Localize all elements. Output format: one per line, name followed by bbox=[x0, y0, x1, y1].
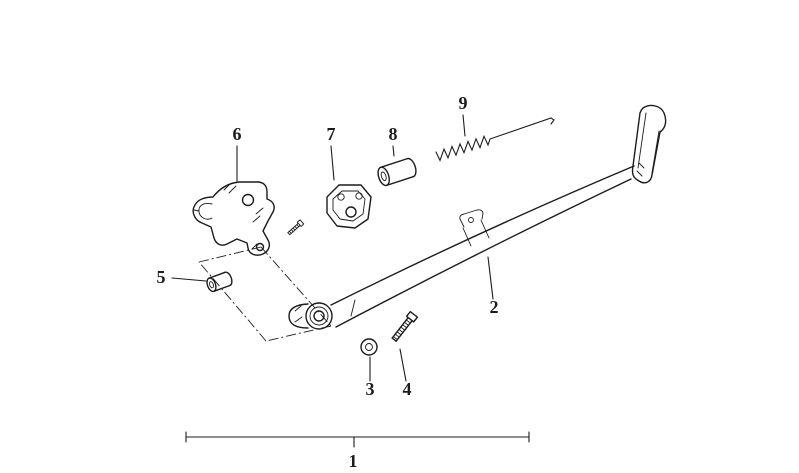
part-label-8: 8 bbox=[389, 124, 398, 144]
washer-outer bbox=[360, 338, 378, 356]
washer-inner bbox=[365, 343, 373, 351]
bracket-hatch-line bbox=[228, 185, 237, 194]
stand-clamp-hole bbox=[468, 217, 474, 223]
part-label-3: 3 bbox=[366, 379, 375, 399]
bracket-outline bbox=[192, 181, 275, 256]
stand-arm-bottom-edge bbox=[335, 178, 632, 328]
leader-line-4 bbox=[399, 348, 407, 382]
part-label-4: 4 bbox=[403, 379, 412, 399]
pin-thread bbox=[290, 229, 294, 233]
part-8-sleeve bbox=[377, 157, 417, 187]
pin-thread bbox=[294, 225, 298, 229]
bushing-top-edge bbox=[208, 271, 226, 279]
stand-pivot-hatch bbox=[294, 316, 303, 323]
part-6-bracket bbox=[192, 181, 275, 256]
stand-arm-top-edge bbox=[330, 165, 635, 306]
pin-tip bbox=[287, 232, 291, 236]
axis-line bbox=[198, 246, 262, 263]
sleeve-bottom-edge bbox=[385, 176, 414, 187]
bracket-hatch-line bbox=[251, 243, 258, 250]
bolt-shank-top bbox=[391, 316, 409, 339]
part-3-washer bbox=[360, 338, 378, 356]
assembly-extent-bracket: 1 bbox=[185, 431, 530, 471]
stand-pivot-hatch bbox=[294, 305, 302, 312]
part-2-side-stand bbox=[288, 104, 667, 330]
plate-hole-center bbox=[345, 206, 357, 218]
part-4-bolt bbox=[391, 310, 419, 342]
stand-pivot-ring bbox=[309, 306, 329, 326]
assembly-axis-lines bbox=[198, 246, 332, 342]
stand-foot-inner-line bbox=[637, 112, 647, 169]
pin-thread bbox=[296, 224, 300, 228]
stand-clamp-lug bbox=[459, 209, 484, 228]
part-label-6: 6 bbox=[233, 124, 242, 144]
axis-line bbox=[265, 325, 332, 342]
pin-thread bbox=[288, 230, 292, 234]
spring-coil-and-wire bbox=[435, 117, 555, 162]
plate-inner-contour bbox=[332, 190, 366, 222]
axis-line bbox=[198, 261, 267, 342]
bracket-hook-inner-edge bbox=[198, 203, 213, 220]
stand-clamp-edge bbox=[462, 227, 472, 247]
leader-line-7 bbox=[330, 145, 335, 181]
leader-line-2 bbox=[487, 256, 494, 300]
bracket-lug-hole bbox=[255, 242, 265, 252]
part-7-plate bbox=[326, 184, 372, 229]
bolt-thread bbox=[402, 324, 408, 329]
pin-thread bbox=[292, 227, 296, 231]
bolt-thread bbox=[396, 331, 402, 336]
bracket-hatch-line bbox=[223, 183, 231, 191]
bracket-hole-large bbox=[241, 193, 255, 207]
stand-foot-inner-line bbox=[651, 130, 660, 174]
pin-head bbox=[296, 219, 305, 227]
bracket-hatch-line bbox=[252, 215, 261, 223]
leader-line-9 bbox=[462, 114, 466, 137]
bolt-shank-bottom bbox=[395, 319, 413, 342]
sleeve-far-cap bbox=[406, 157, 417, 178]
stand-foot-hatch bbox=[638, 162, 645, 169]
bolt-thread bbox=[392, 336, 398, 341]
bolt-thread bbox=[405, 319, 411, 324]
bolt-head bbox=[405, 310, 419, 323]
bracket-pivot-pin bbox=[287, 219, 305, 236]
stand-arm-joint-line bbox=[350, 299, 356, 317]
leader-line-5 bbox=[171, 277, 207, 282]
plate-hole-small-left bbox=[337, 193, 345, 201]
part-label-1: 1 bbox=[349, 451, 358, 471]
leader-line-8 bbox=[392, 145, 395, 157]
bracket-hook-slit bbox=[193, 209, 200, 212]
sleeve-bore bbox=[380, 171, 387, 182]
part-5-bushing bbox=[206, 271, 233, 293]
bolt-thread bbox=[394, 333, 400, 338]
sleeve-open-end bbox=[377, 166, 390, 187]
part-label-9: 9 bbox=[459, 93, 468, 113]
callouts: 6 7 8 9 5 2 3 4 bbox=[157, 93, 499, 399]
axis-line bbox=[260, 246, 332, 327]
stand-pivot-boss bbox=[305, 302, 333, 330]
stand-pivot-hole bbox=[313, 310, 325, 322]
bushing-bore bbox=[209, 281, 214, 289]
stand-foot-outline bbox=[631, 104, 667, 184]
part-label-7: 7 bbox=[327, 124, 336, 144]
part-label-5: 5 bbox=[157, 267, 166, 287]
stand-foot-hatch bbox=[636, 170, 643, 177]
bolt-tip bbox=[391, 337, 397, 342]
plate-outline bbox=[326, 184, 372, 229]
plate-hole-small-right bbox=[355, 192, 363, 200]
sleeve-top-edge bbox=[380, 157, 409, 168]
stand-pivot-tab bbox=[288, 303, 309, 329]
bolt-thread bbox=[404, 321, 409, 326]
bracket-hatch-line bbox=[255, 207, 264, 215]
bushing-far-cap bbox=[224, 271, 233, 287]
bolt-thread bbox=[400, 326, 406, 331]
bolt-thread bbox=[398, 328, 404, 333]
stand-clamp-edge bbox=[480, 219, 490, 239]
part-label-2: 2 bbox=[490, 297, 499, 317]
part-9-spring bbox=[435, 117, 555, 162]
